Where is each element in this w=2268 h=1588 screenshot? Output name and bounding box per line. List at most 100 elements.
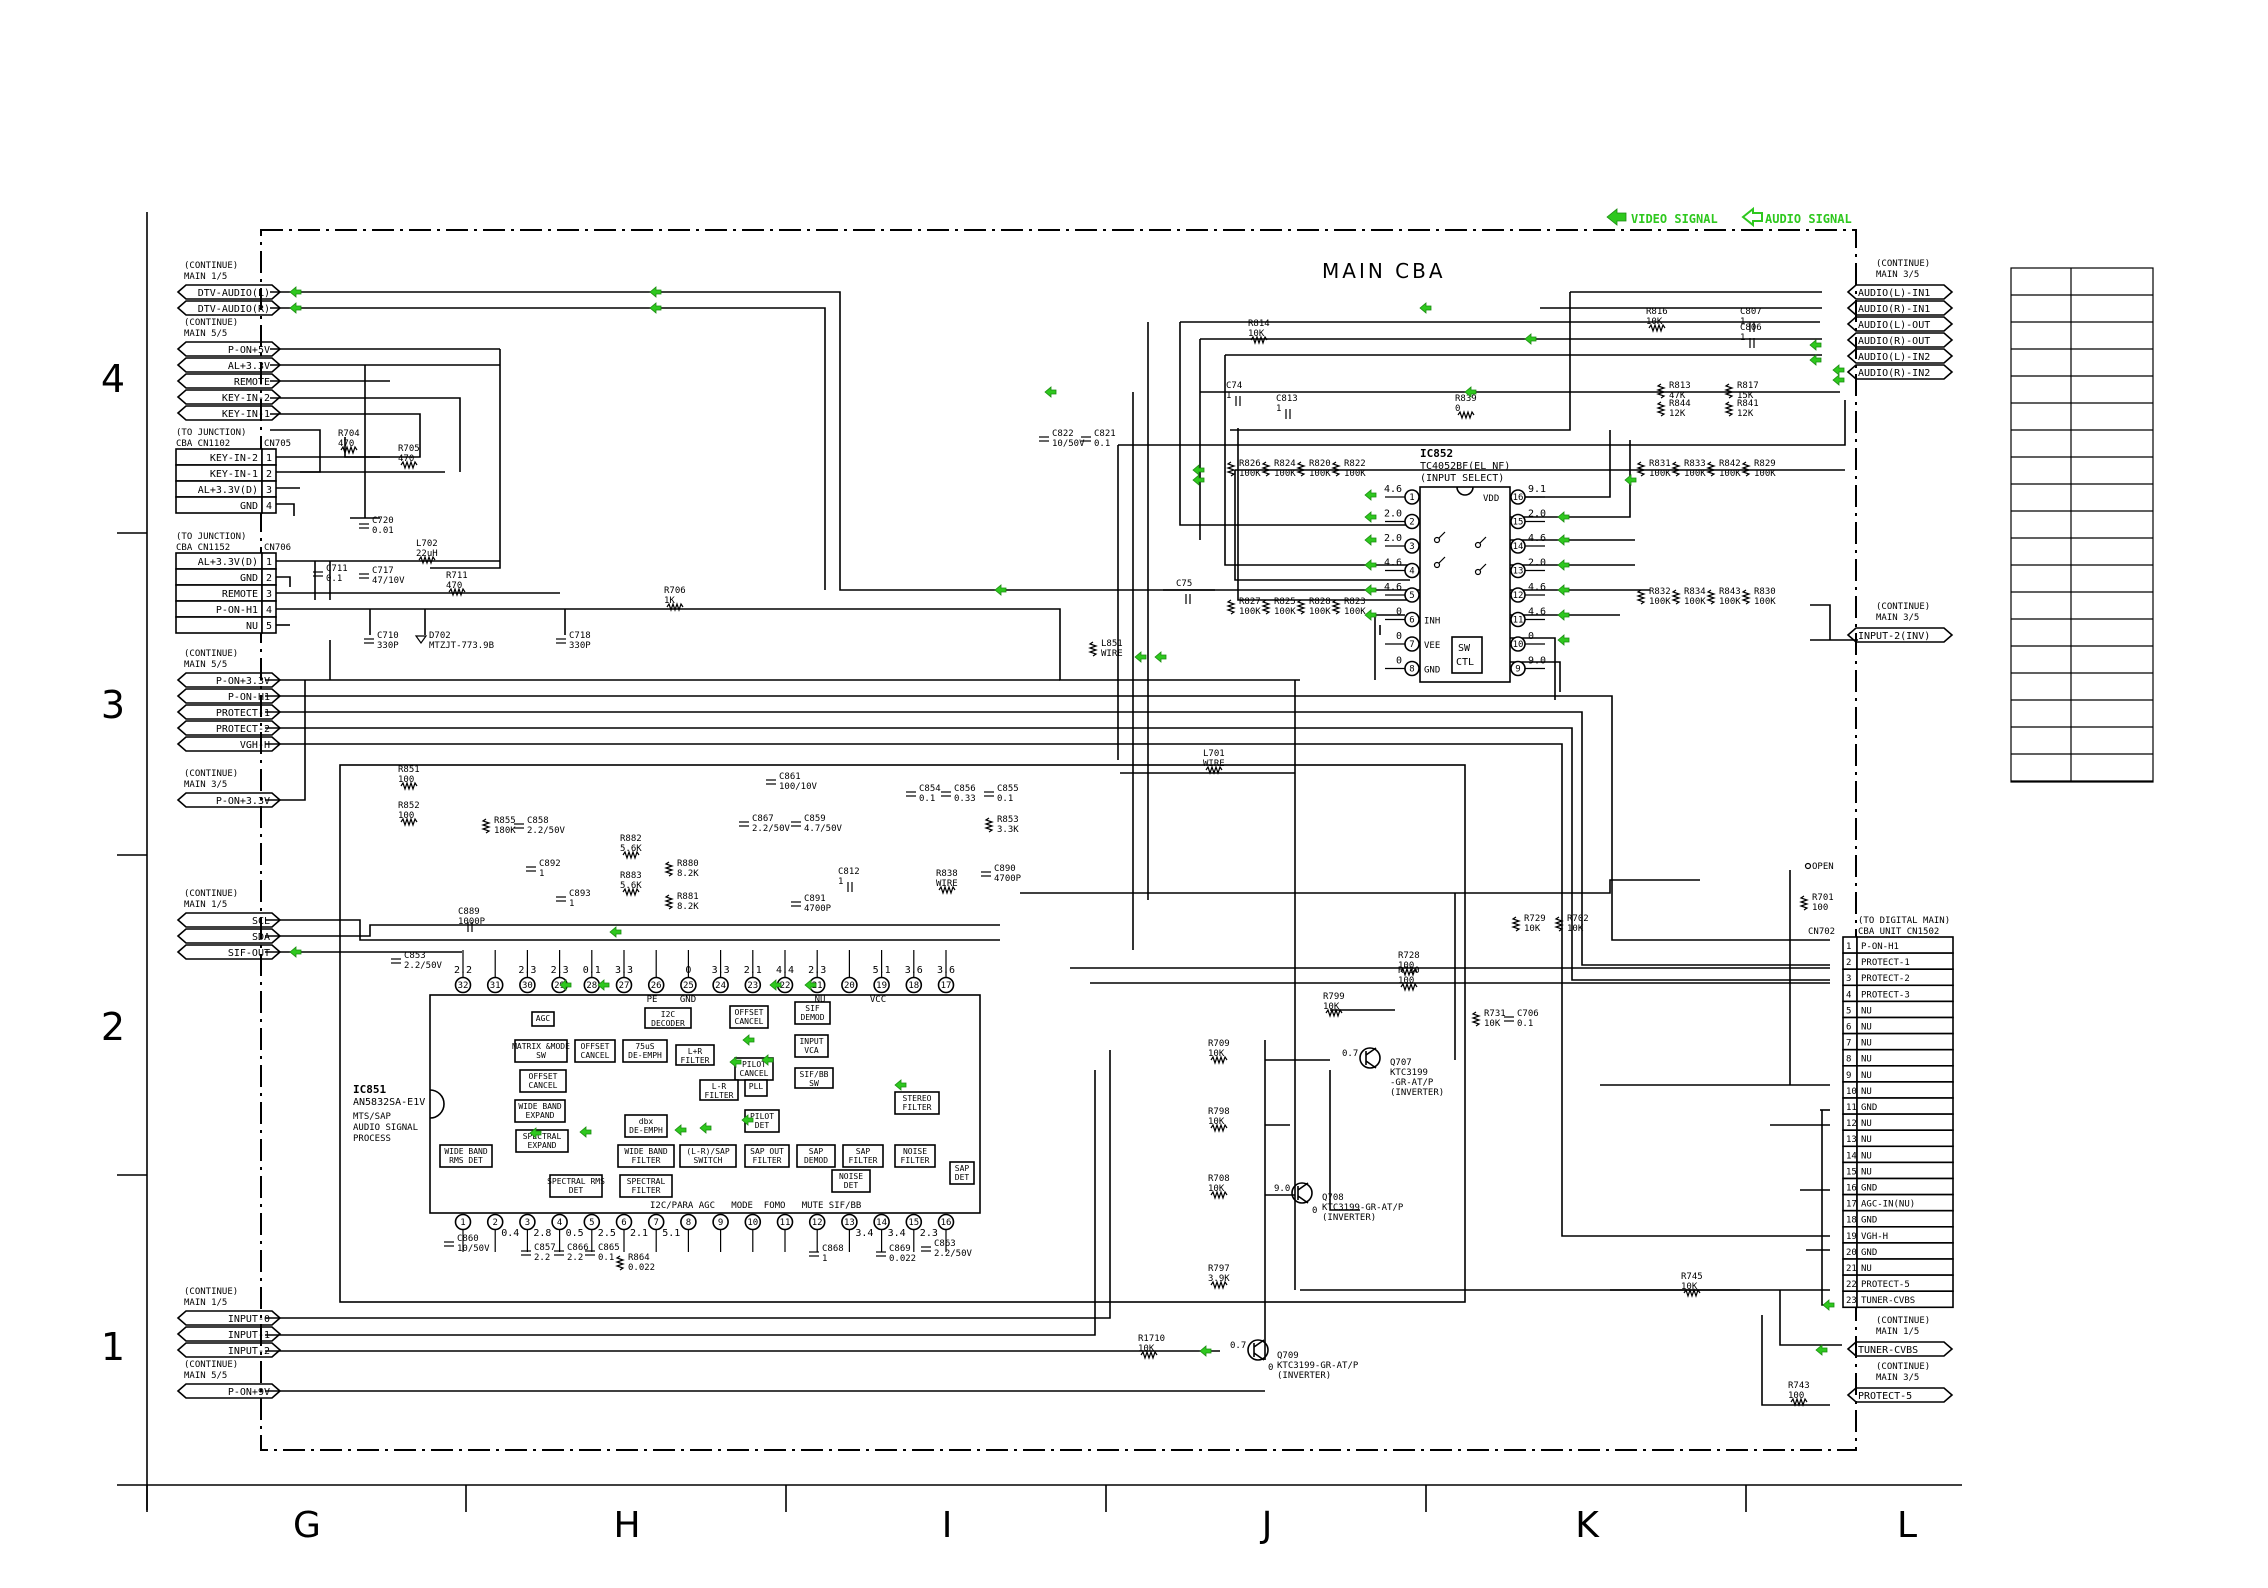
ic851-pin bbox=[454, 1213, 472, 1231]
ic851-pin bbox=[744, 1213, 762, 1231]
signal-arrow-icon bbox=[1192, 474, 1205, 486]
connector-pin-num: 3 bbox=[1846, 974, 1851, 984]
component-ref: R709 bbox=[1208, 1039, 1230, 1049]
connector-pin-label: VGH-H bbox=[1861, 1232, 1888, 1242]
ic852-pin-number: 13 bbox=[1513, 567, 1524, 577]
component-value: 180K bbox=[494, 826, 516, 836]
transistor-part: KTC3199-GR-AT/P bbox=[1322, 1203, 1404, 1213]
connector-pin-num: 13 bbox=[1846, 1135, 1857, 1145]
component-ref: R814 bbox=[1248, 319, 1270, 329]
column-label: J bbox=[1260, 1505, 1273, 1546]
ic851-block-label: PLL bbox=[749, 1082, 764, 1091]
ic851-pin-number: 23 bbox=[747, 981, 758, 991]
signal-arrow-icon bbox=[1464, 386, 1477, 398]
ic851-pin-number: 11 bbox=[780, 1218, 791, 1228]
component-ref: R730 bbox=[1398, 966, 1420, 976]
component-value: 10K bbox=[1323, 1002, 1340, 1012]
ic852-pin-number: 8 bbox=[1409, 665, 1414, 675]
connector-pin-label: P-ON-H1 bbox=[216, 605, 258, 616]
component-value: 10K bbox=[1138, 1344, 1155, 1354]
transistor-voltage2: 0 bbox=[1268, 1363, 1273, 1373]
component-ref: R832 bbox=[1649, 587, 1671, 597]
component-value: 100 bbox=[398, 775, 414, 785]
component-value: 0.1 bbox=[919, 794, 935, 804]
ic851-block bbox=[624, 1114, 668, 1138]
transistor-ref: Q707 bbox=[1390, 1058, 1412, 1068]
connector-ref-label: MAIN 1/5 bbox=[184, 1298, 227, 1308]
component-ref: R823 bbox=[1344, 597, 1366, 607]
component-ref: R827 bbox=[1239, 597, 1261, 607]
connector-pin-num: 7 bbox=[1846, 1039, 1851, 1049]
connector-continue-label: (CONTINUE) bbox=[1876, 1316, 1930, 1326]
connector-ref: CBA CN1152 bbox=[176, 543, 230, 553]
signal-arrow-icon bbox=[1364, 511, 1377, 523]
connector-pin-label: NU bbox=[1861, 1087, 1872, 1097]
connector-pin-label: AUDIO(L)-IN2 bbox=[1858, 352, 1930, 363]
connector-name: CN705 bbox=[264, 439, 291, 449]
component-ref: L702 bbox=[416, 539, 438, 549]
ic851-pin-number: 30 bbox=[522, 981, 533, 991]
component-ref: C854 bbox=[919, 784, 941, 794]
connector-name: CN702 bbox=[1808, 927, 1835, 937]
connector-ref-label: MAIN 3/5 bbox=[1876, 613, 1919, 623]
connector-pin-label: P-ON-H1 bbox=[228, 692, 270, 703]
signal-arrow-icon bbox=[1557, 559, 1570, 571]
component-ref: R711 bbox=[446, 571, 468, 581]
ic851-pin bbox=[583, 1213, 601, 1231]
connector-continue-label: (CONTINUE) bbox=[184, 1360, 238, 1370]
component-ref: C861 bbox=[779, 772, 801, 782]
connector-pin-label: NU bbox=[1861, 1023, 1872, 1033]
transistor-ref: Q709 bbox=[1277, 1351, 1299, 1361]
transistor-voltage: 9.0 bbox=[1274, 1184, 1290, 1194]
connector-pin-label: PROTECT-1 bbox=[1861, 958, 1910, 968]
connector-continue-label: (CONTINUE) bbox=[184, 889, 238, 899]
component-ref: R743 bbox=[1788, 1381, 1810, 1391]
component-value: 10K bbox=[1208, 1184, 1225, 1194]
component-value: 22uH bbox=[416, 549, 438, 559]
component-ref: C866 bbox=[567, 1243, 589, 1253]
component-ref: R729 bbox=[1524, 914, 1546, 924]
component-ref: C858 bbox=[527, 816, 549, 826]
ic851-block bbox=[679, 1144, 737, 1168]
ic851-pin bbox=[712, 1213, 729, 1231]
connector-pin-num: 4 bbox=[1846, 990, 1851, 1000]
ic852-pin-voltage: 2.0 bbox=[1384, 509, 1402, 520]
connector-name: CN706 bbox=[264, 543, 291, 553]
signal-arrow-icon bbox=[649, 286, 662, 298]
transistor-part2: -GR-AT/P bbox=[1390, 1078, 1434, 1088]
component-ref: R705 bbox=[398, 444, 420, 454]
connector-pin-label: INPUT-1 bbox=[228, 1330, 270, 1341]
grid-frame bbox=[117, 212, 1962, 1512]
ic851-pin bbox=[519, 976, 536, 994]
wiring bbox=[265, 291, 1858, 1406]
ic851-func2: AUDIO SIGNAL bbox=[353, 1123, 418, 1133]
component-value: 100/10V bbox=[779, 782, 818, 792]
component-value: 100K bbox=[1344, 607, 1366, 617]
component-value: 1 bbox=[1740, 333, 1745, 343]
component-value: 10K bbox=[1484, 1019, 1501, 1029]
component-ref: R704 bbox=[338, 429, 360, 439]
component-ref: R822 bbox=[1344, 459, 1366, 469]
ic851-pin-voltage: 2.1 bbox=[630, 1228, 648, 1239]
connector-ref-label: MAIN 1/5 bbox=[1876, 1327, 1919, 1337]
connector-pin-label: AUDIO(R)-OUT bbox=[1858, 336, 1930, 347]
connector-pin-num: 2 bbox=[1846, 958, 1851, 968]
ic851-pin-number: 28 bbox=[586, 981, 597, 991]
component-value: 1 bbox=[1276, 404, 1281, 414]
ic851-block bbox=[794, 1001, 831, 1025]
ic852-pin-number: 16 bbox=[1513, 493, 1524, 503]
component-ref: C74 bbox=[1226, 381, 1242, 391]
signal-arrow-icon bbox=[699, 1122, 712, 1134]
component-value: 1 bbox=[838, 877, 843, 887]
ic851-block bbox=[515, 1129, 569, 1153]
